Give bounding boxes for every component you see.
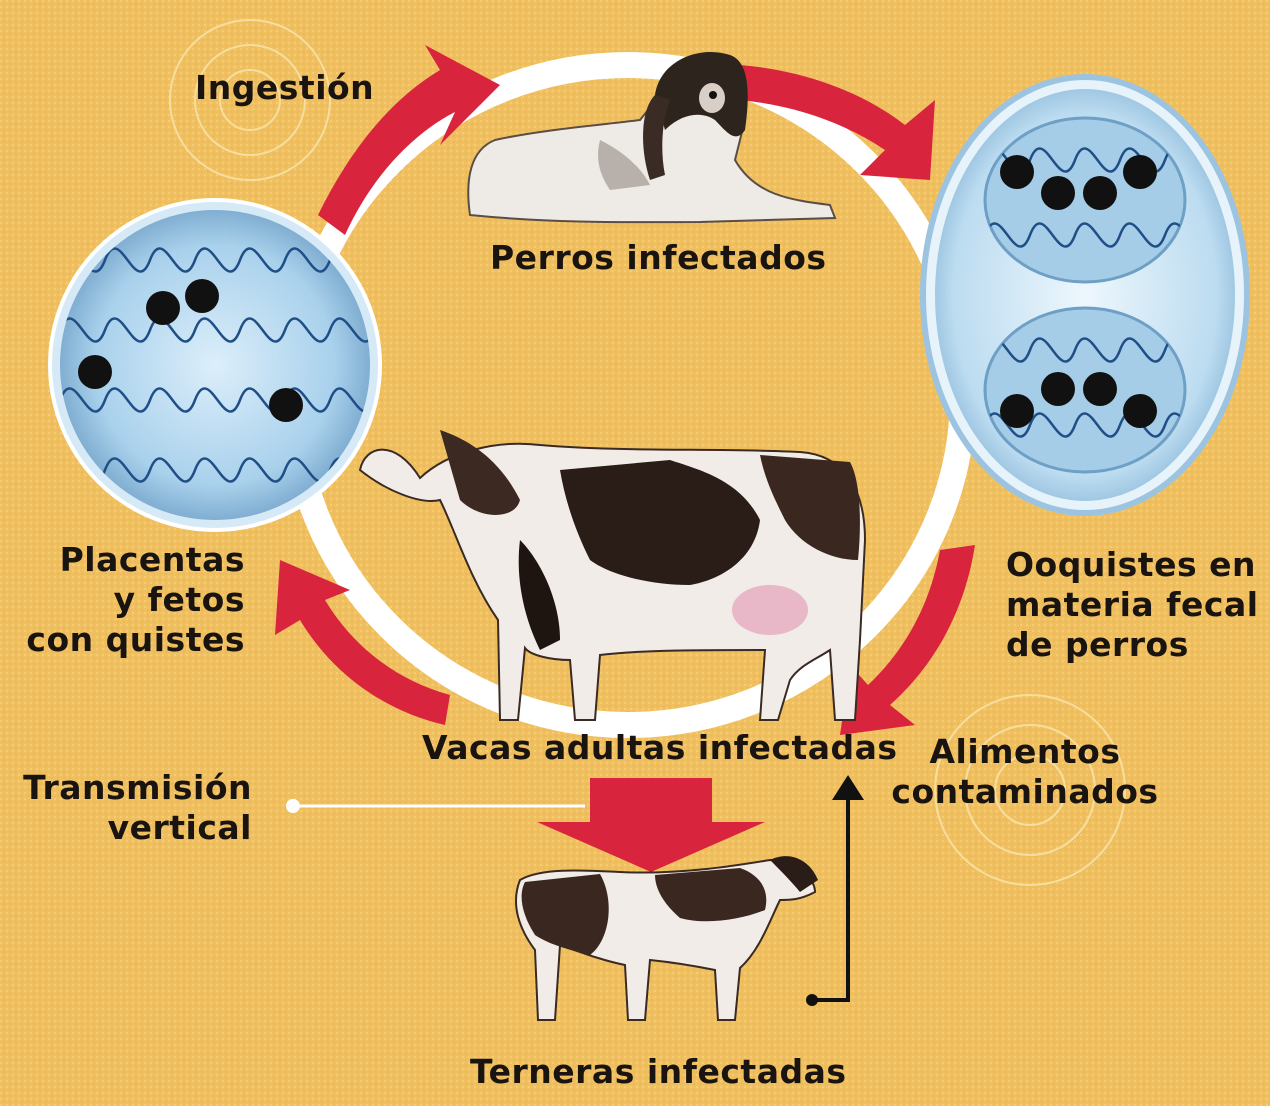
oocyst-icon (923, 77, 1247, 513)
label-ingestion: Ingestión (195, 68, 374, 108)
label-vertical-transmission: Transmisión vertical (20, 768, 252, 848)
label-placentas: Placentas y fetos con quistes (20, 540, 245, 660)
feed-loop-start-dot (806, 994, 818, 1006)
label-infected-calves: Terneras infectadas (470, 1052, 847, 1092)
label-contaminated-food: Alimentos contaminados (880, 732, 1170, 812)
label-infected-cows: Vacas adultas infectadas (422, 728, 898, 768)
label-oocysts: Ooquistes en materia fecal de perros (1006, 545, 1259, 665)
tissue-cyst-icon (50, 200, 380, 530)
label-infected-dogs: Perros infectados (490, 238, 827, 278)
